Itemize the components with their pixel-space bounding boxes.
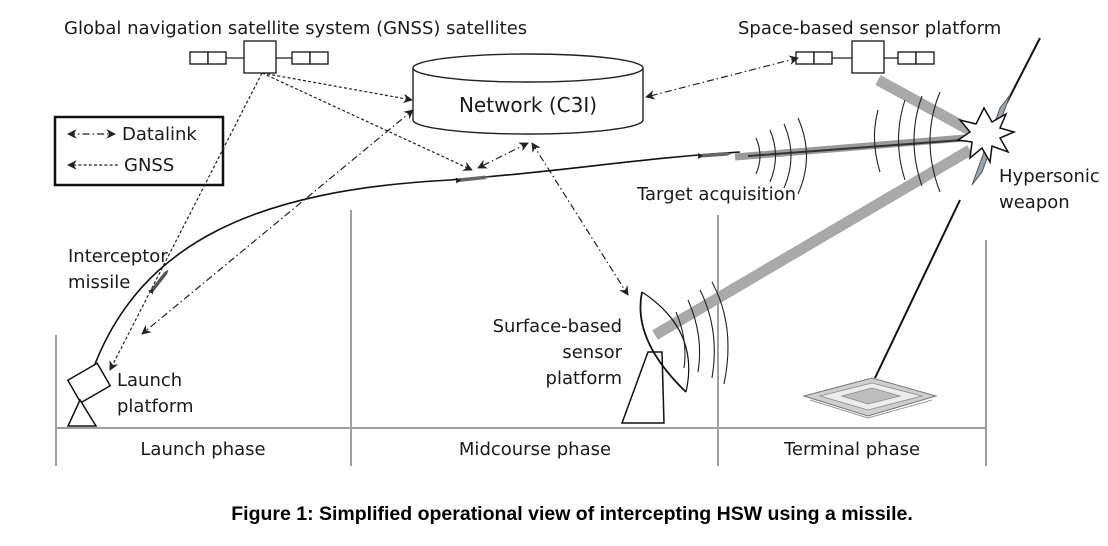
gnss-satellites-label: Global navigation satellite system (GNSS… — [64, 18, 527, 39]
interceptor-missile-icon — [148, 269, 169, 295]
datalinks — [141, 55, 799, 335]
terminal-missile-icon — [697, 152, 732, 159]
launch-platform-label-line2: platform — [117, 396, 193, 417]
legend: Datalink GNSS — [53, 115, 225, 187]
space-sensor-satellite-icon — [795, 40, 935, 74]
surface-radar-dish-icon — [620, 281, 729, 424]
launch-phase-label: Launch phase — [140, 439, 265, 460]
space-sensor-label: Space-based sensor platform — [738, 18, 1001, 39]
terminal-phase-label: Terminal phase — [783, 439, 920, 460]
figure-caption: Figure 1: Simplified operational view of… — [231, 503, 913, 525]
surface-sensor-label-line3: platform — [546, 368, 622, 389]
intercept-burst-icon — [955, 106, 1017, 165]
network-label: Network (C3I) — [459, 93, 597, 117]
gnss-satellite-icon — [189, 40, 329, 74]
surface-sensor-label-line1: Surface-based — [493, 316, 622, 337]
network-c3i-node — [412, 53, 644, 135]
sensor-beams — [652, 75, 978, 340]
target-acquisition-label: Target acquisition — [636, 184, 796, 205]
hypersonic-weapon-label-line2: weapon — [999, 192, 1070, 213]
legend-gnss-label: GNSS — [124, 155, 174, 176]
protected-building-icon — [802, 377, 938, 419]
radar-waves-near — [755, 117, 807, 195]
midcourse-phase-label: Midcourse phase — [459, 439, 611, 460]
interceptor-missile-label-line2: missile — [68, 272, 130, 293]
radar-waves-far — [873, 91, 941, 193]
hypersonic-weapon-label-line1: Hypersonic — [999, 166, 1100, 187]
phase-dividers — [55, 210, 987, 466]
surface-sensor-label-line2: sensor — [562, 342, 622, 363]
midcourse-missile-icon — [455, 175, 490, 184]
launch-platform-icon — [66, 362, 112, 427]
interceptor-missile-label-line1: Interceptor — [68, 246, 168, 267]
launch-platform-label-line1: Launch — [117, 370, 182, 391]
interceptor-trajectory — [91, 151, 741, 373]
legend-datalink-label: Datalink — [122, 124, 197, 145]
